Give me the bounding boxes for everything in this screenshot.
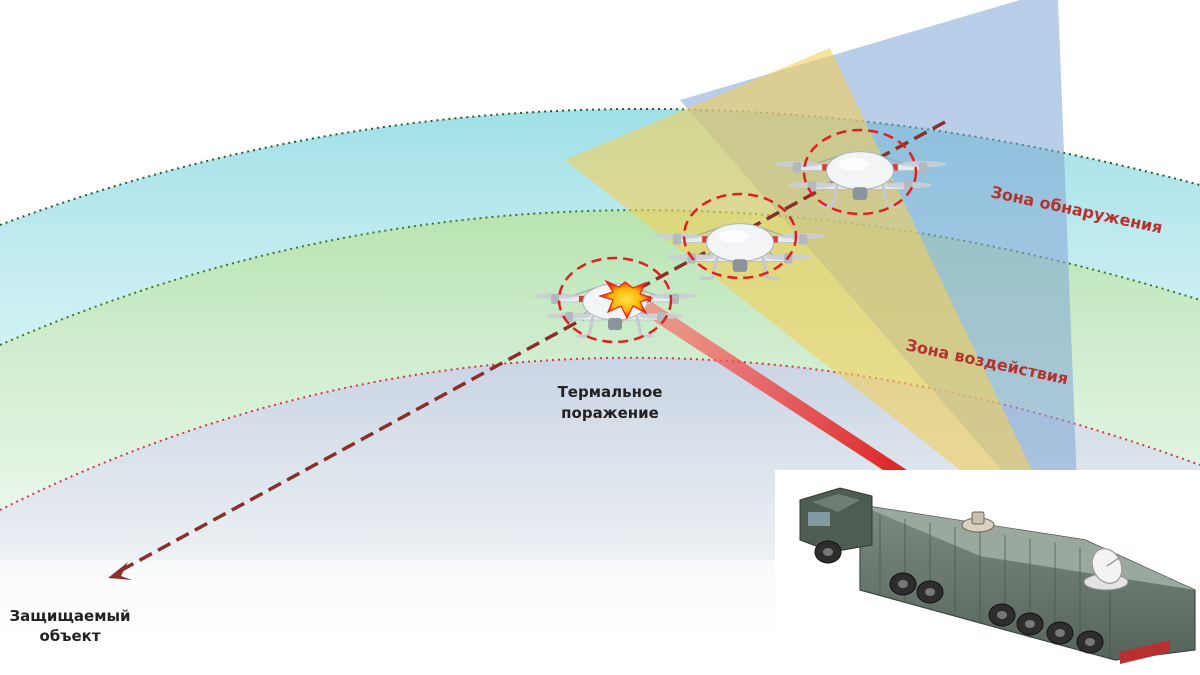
truck-icon — [775, 470, 1200, 675]
target-ring — [682, 192, 798, 280]
explosion-icon — [597, 279, 654, 320]
target-ring — [557, 256, 673, 344]
thermal-damage-line2: поражение — [561, 404, 659, 422]
target-ring — [802, 128, 918, 216]
thermal-damage-line1: Термальное — [558, 383, 663, 401]
protected-object-line2: объект — [39, 627, 100, 645]
trajectory-arrow — [108, 120, 946, 580]
protected-object-label: Защищаемый объект — [9, 607, 130, 645]
radar-dish-icon — [1083, 548, 1129, 591]
thermal-damage-label: Термальное поражение — [558, 383, 663, 422]
detection-beam — [565, 48, 1075, 560]
trajectory-arrowhead — [108, 562, 132, 580]
laser-turret — [961, 511, 995, 533]
laser-beam — [640, 302, 975, 520]
protected-object-line1: Защищаемый — [9, 607, 130, 625]
